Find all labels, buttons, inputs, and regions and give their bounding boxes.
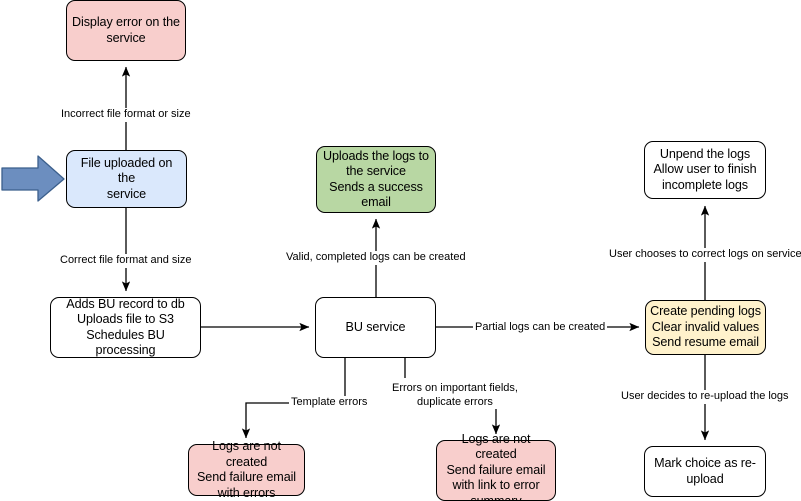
bu-service-node[interactable]: BU service: [315, 297, 436, 358]
edge-label-template-errors: Template errors: [289, 396, 370, 410]
node-label: BU service: [345, 319, 406, 334]
edge-label-correct-file-format: Correct file format and size: [58, 254, 194, 268]
edge-label-partial-logs-created: Partial logs can be created: [473, 321, 608, 335]
entry-arrow-icon: [1, 155, 65, 202]
edge-label-valid-completed-logs: Valid, completed logs can be created: [284, 251, 468, 265]
mark-choice-reupload-node[interactable]: Mark choice as re-upload: [644, 446, 766, 497]
node-label: Mark choice as re-upload: [654, 456, 756, 486]
edge-label-user-chooses-correct-logs: User chooses to correct logs on service: [607, 248, 801, 262]
edge-label-incorrect-file-format: Incorrect file format or size: [59, 108, 193, 122]
edge-label-errors-important-fields: Errors on important fields,duplicate err…: [390, 382, 520, 409]
edge-label-user-decides-reupload: User decides to re-upload the logs: [619, 390, 791, 404]
